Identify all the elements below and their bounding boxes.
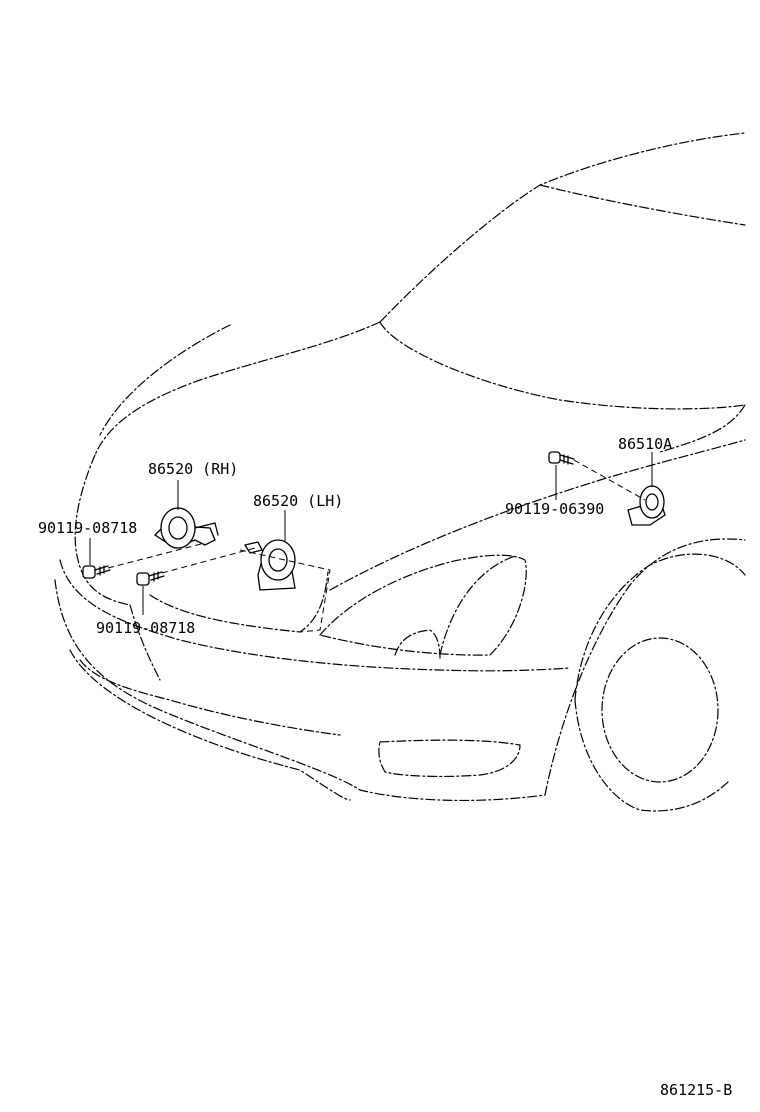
horn-lh <box>244 539 296 591</box>
label-horn-assy: 86510A <box>618 435 672 453</box>
horn-rh-mount-tab <box>194 522 219 536</box>
horn-assy-body <box>639 485 665 519</box>
front-corner <box>129 604 161 681</box>
bumper-upper-line <box>59 559 571 672</box>
label-bolt-lower-left: 90119-08718 <box>96 619 195 637</box>
fender-crease <box>659 404 746 453</box>
horn-assy <box>627 485 666 526</box>
fog-lamp-outline <box>378 739 521 778</box>
mount-line-assy <box>573 459 646 501</box>
horn-lh-center <box>268 548 288 572</box>
wheel-rim <box>601 637 719 783</box>
mount-line-rh <box>107 542 206 569</box>
roof-line <box>539 184 746 226</box>
bumper-valance <box>79 659 341 736</box>
front-nose-contour <box>74 454 131 606</box>
mount-line-lh <box>161 547 256 574</box>
tire-lower <box>574 699 731 812</box>
windshield-base-line <box>379 132 746 323</box>
bolt-lower-left-head <box>136 572 150 586</box>
horn-lh-body <box>260 539 296 581</box>
bolt-upper-left <box>82 565 111 579</box>
horn-rh <box>153 507 219 549</box>
side-character-line <box>329 439 746 591</box>
bolt-right-thread <box>559 454 575 465</box>
wheel-arch <box>544 538 746 796</box>
headlamp-outline <box>319 554 527 656</box>
bolt-upper-left-thread <box>94 565 111 576</box>
hood-rear-edge <box>379 321 746 410</box>
horn-assy-center <box>645 493 659 511</box>
headlamp-inner <box>439 555 516 656</box>
horn-rh-center <box>168 516 188 540</box>
horn-lh-connector <box>244 541 263 554</box>
headlamp-lens <box>394 629 441 659</box>
leader-lines <box>89 452 653 615</box>
grille-opening <box>149 571 329 633</box>
label-bolt-right: 90119-06390 <box>505 500 604 518</box>
bolt-lower-left-thread <box>148 571 165 582</box>
vehicle-outline <box>54 132 746 812</box>
tire-outer <box>574 553 746 701</box>
hood-side-line <box>99 324 231 436</box>
horn-rh-body <box>160 507 196 549</box>
bumper-lower-line <box>54 579 546 802</box>
bolt-upper-left-head <box>82 565 96 579</box>
assembly-lines <box>107 459 646 633</box>
label-bolt-upper-left: 90119-08718 <box>38 519 137 537</box>
bolt-right <box>548 451 575 465</box>
hood-front-edge <box>94 321 381 456</box>
figure-code: 861215-B <box>660 1081 732 1099</box>
bolt-lower-left <box>136 571 165 586</box>
mount-plate-outline <box>239 549 331 633</box>
bumper-bottom <box>69 649 351 801</box>
label-horn-lh: 86520 (LH) <box>253 492 343 510</box>
bolt-right-head <box>548 451 561 464</box>
label-horn-rh: 86520 (RH) <box>148 460 238 478</box>
